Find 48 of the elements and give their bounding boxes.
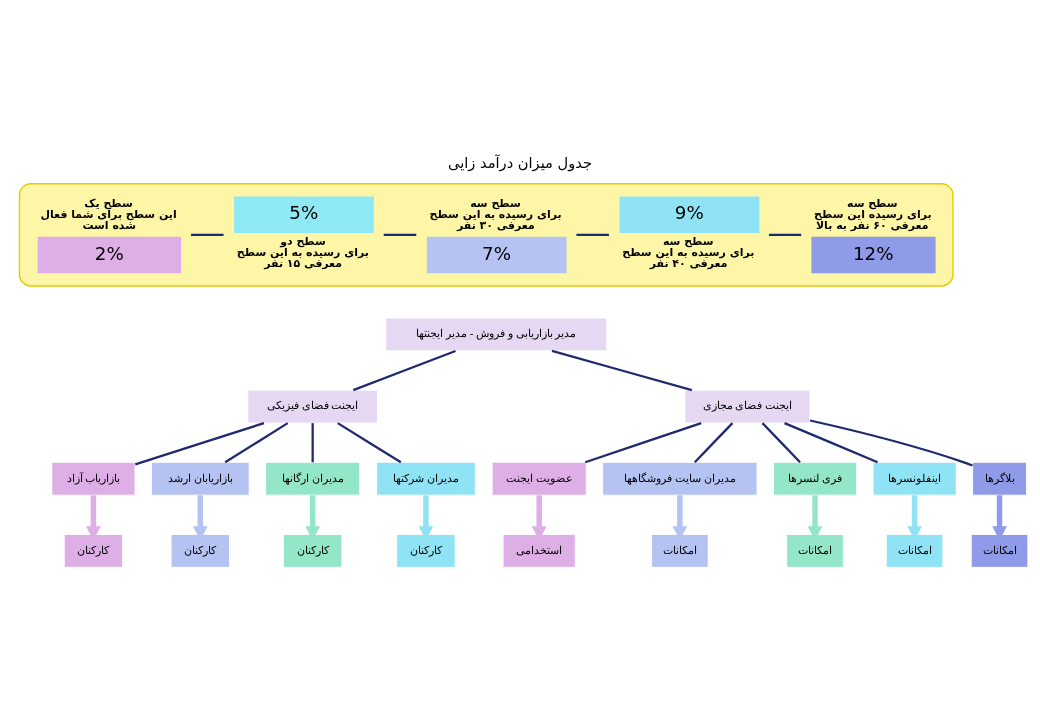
node-label: سطح سه xyxy=(662,235,714,249)
connector xyxy=(694,422,734,464)
node-box: 5% xyxy=(234,196,374,234)
node-label: سطح یک xyxy=(84,197,133,211)
node-box: عضویت ایجنت xyxy=(491,461,587,496)
node-box: کارکنان xyxy=(396,534,456,568)
connector xyxy=(311,423,314,463)
node-label: سطح سه xyxy=(470,197,521,211)
node-box: امکانات xyxy=(885,534,944,568)
node-box: اینفلونسرها xyxy=(872,461,957,496)
connector xyxy=(224,422,289,464)
node-label: سطح دو xyxy=(280,235,326,249)
node-box: امکانات xyxy=(651,534,709,568)
node-box: 12% xyxy=(811,236,936,274)
connector xyxy=(761,422,801,464)
connector xyxy=(551,349,693,392)
cluster xyxy=(18,183,954,287)
node-box: مدیر بازاریابی و فروش - مدیر ایجنتها xyxy=(385,317,608,352)
connector xyxy=(576,233,609,236)
node-box: ایجنت فضای مجازی xyxy=(684,389,811,424)
connector xyxy=(134,422,265,466)
node-box: کارکنان xyxy=(63,534,124,568)
node-box: 9% xyxy=(619,196,760,234)
node-box: بازاریابان ارشد xyxy=(151,461,250,496)
node-box: 7% xyxy=(426,236,567,274)
node-box: بلاگرها xyxy=(972,461,1027,496)
connector xyxy=(769,233,802,236)
connector xyxy=(352,349,456,392)
connector xyxy=(809,419,973,467)
node-box: فری لنسرها xyxy=(773,461,858,496)
connector xyxy=(383,233,417,236)
connector xyxy=(191,233,224,236)
diagram-title: جدول میزان درآمد زایی xyxy=(448,154,592,171)
node-box: ایجنت فضای فیزیکی xyxy=(247,389,378,424)
node-box: امکانات xyxy=(970,534,1029,568)
node-box: 2% xyxy=(37,236,182,274)
node-box: امکانات xyxy=(786,534,844,568)
node-box: مدیران ارگانها xyxy=(265,461,361,496)
node-box: استخدامی xyxy=(502,534,576,568)
node-label: سطح سه xyxy=(847,197,898,211)
connector xyxy=(337,422,402,464)
node-box: کارکنان xyxy=(282,534,343,568)
node-box: مدیران سایت فروشگاهها xyxy=(602,461,758,496)
node-box: مدیران شرکتها xyxy=(376,461,476,496)
node-box: بازاریاب آزاد xyxy=(51,461,136,496)
connector xyxy=(584,422,702,464)
connector xyxy=(784,422,879,464)
node-box: کارکنان xyxy=(170,534,230,568)
